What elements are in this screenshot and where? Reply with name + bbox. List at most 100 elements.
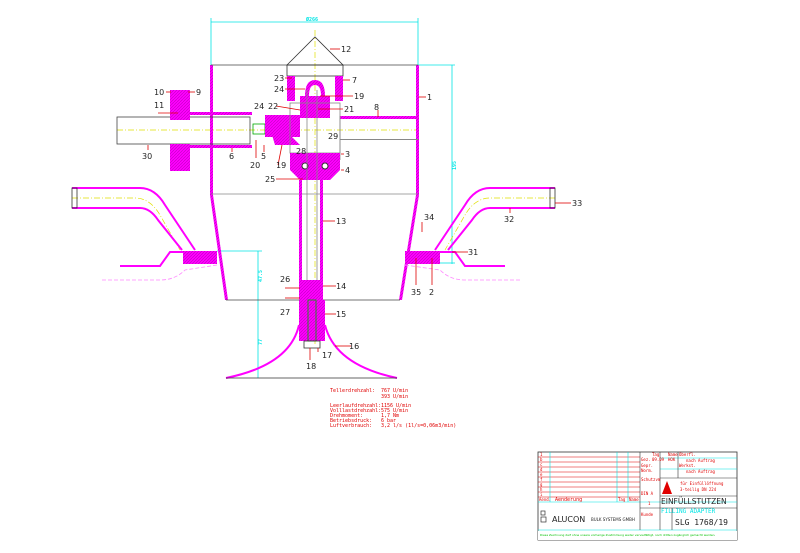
rev-row: 1 bbox=[540, 452, 543, 457]
label-21: 21 bbox=[344, 105, 354, 114]
rev-row: i bbox=[540, 492, 543, 497]
rev-header-aenderung: Aenderung bbox=[555, 497, 582, 503]
spec-name: Volllastdrehzahl: bbox=[330, 408, 381, 414]
label-32: 32 bbox=[504, 215, 514, 224]
part-labels: 12 7 1 23 24 19 21 8 10 9 11 24 22 29 28… bbox=[142, 45, 582, 371]
inlet-tube-part-30 bbox=[116, 90, 266, 171]
label-12: 12 bbox=[341, 45, 351, 54]
distributor-bell-part-16 bbox=[225, 324, 398, 379]
label-22: 22 bbox=[268, 102, 278, 111]
schutz-label: Schutzvm bbox=[641, 477, 661, 482]
label-30: 30 bbox=[142, 152, 152, 161]
spec-value: 1,7 Nm bbox=[381, 413, 399, 419]
col-tag: Tag bbox=[652, 452, 660, 457]
label-19a: 19 bbox=[354, 92, 364, 101]
label-18: 18 bbox=[306, 362, 316, 371]
rev-row: h bbox=[540, 487, 543, 492]
label-24b: 24 bbox=[254, 102, 264, 111]
logo-triangle-icon bbox=[662, 481, 672, 494]
seal-block-left bbox=[183, 251, 217, 264]
rev-header-aend: Aend. bbox=[539, 497, 551, 502]
sheet-number: 1 bbox=[648, 501, 651, 506]
label-3: 3 bbox=[345, 150, 350, 159]
col-name: Name bbox=[668, 452, 678, 457]
label-25: 25 bbox=[265, 175, 275, 184]
leader-lines bbox=[147, 48, 571, 360]
opening-line1: für Einfüllöffnung bbox=[680, 481, 724, 486]
spec-name: Tellerdrehzahl: bbox=[330, 388, 375, 394]
dim-height-right: 195 bbox=[452, 161, 458, 170]
rev-row: b bbox=[540, 457, 543, 462]
label-23: 23 bbox=[274, 74, 284, 83]
rev-header-tag: Tag bbox=[618, 497, 626, 502]
label-15: 15 bbox=[336, 310, 346, 319]
label-14: 14 bbox=[336, 282, 346, 291]
spec-name: Drehmoment: bbox=[330, 413, 363, 419]
oberfl-label: Oberfl. bbox=[679, 452, 696, 457]
alucon-logo-icon bbox=[540, 510, 547, 523]
rev-row: g bbox=[540, 482, 543, 487]
spec-value: 767 U/min bbox=[381, 388, 408, 394]
label-4: 4 bbox=[345, 166, 350, 175]
label-8: 8 bbox=[374, 103, 379, 112]
dim-top-width: Ø266 bbox=[305, 16, 318, 23]
spec-value: 6 bar bbox=[381, 418, 396, 424]
label-6: 6 bbox=[229, 152, 234, 161]
label-13: 13 bbox=[336, 217, 346, 226]
label-16: 16 bbox=[349, 342, 359, 351]
spec-value: 393 U/min bbox=[381, 394, 408, 400]
label-29: 29 bbox=[328, 132, 338, 141]
label-20: 20 bbox=[250, 161, 260, 170]
dimension-lines bbox=[210, 18, 455, 378]
flange-outline bbox=[102, 264, 520, 281]
label-26: 26 bbox=[280, 275, 290, 284]
rev-row: e bbox=[540, 472, 543, 477]
shaft-part-13 bbox=[299, 90, 325, 349]
label-9: 9 bbox=[196, 88, 201, 97]
label-24a: 24 bbox=[274, 85, 284, 94]
spec-name: Luftverbrauch: bbox=[330, 423, 372, 429]
label-34: 34 bbox=[424, 213, 434, 222]
rev-row: d bbox=[540, 467, 543, 472]
label-7: 7 bbox=[352, 76, 357, 85]
label-19b: 19 bbox=[276, 161, 286, 170]
opening-line2: 3-teilig DN 224 bbox=[680, 487, 717, 492]
spec-name: Betriebsdruck: bbox=[330, 418, 372, 424]
label-5: 5 bbox=[261, 152, 266, 161]
spec-value: 1156 U/min bbox=[381, 403, 411, 409]
spec-value: 3,2 l/s (1l/s=0,06m3/min) bbox=[381, 423, 456, 429]
label-31: 31 bbox=[468, 248, 478, 257]
gez-date: 09.09 bbox=[652, 457, 665, 462]
label-27: 27 bbox=[280, 308, 290, 317]
norm-label: Norm. bbox=[641, 468, 653, 473]
label-1: 1 bbox=[427, 93, 432, 102]
company-name: ALUCON bbox=[552, 515, 585, 524]
side-brackets bbox=[72, 187, 555, 267]
rev-row: c bbox=[540, 462, 543, 467]
gez-label: Gez. bbox=[641, 457, 651, 462]
customer-label: Kunde bbox=[641, 512, 654, 517]
werkst-label: Werkst. bbox=[679, 463, 696, 468]
dim-height-lower: 47.5 bbox=[258, 270, 264, 282]
rev-row: f bbox=[540, 477, 543, 482]
gepr-label: Gepr. bbox=[641, 463, 653, 468]
title-block: 1 b c d e f g h i Aend. Aenderung Tag Na… bbox=[537, 451, 738, 541]
label-10: 10 bbox=[154, 88, 164, 97]
company-subtitle: BULK SYSTEMS GMBH bbox=[591, 517, 635, 522]
copyright-notice: Diese Zeichnung darf ohne unsere vorheri… bbox=[540, 533, 715, 537]
seal-block-right bbox=[405, 251, 440, 264]
label-17: 17 bbox=[322, 351, 332, 360]
werkst-value: nach Auftrag bbox=[686, 469, 715, 474]
title-german: EINFÜLLSTUTZEN bbox=[661, 497, 727, 506]
label-33: 33 bbox=[572, 199, 582, 208]
dim-height-bell: 77 bbox=[258, 339, 264, 345]
title-english: FILLING ADAPTER bbox=[661, 508, 716, 515]
spec-name: Leerlaufdrehzahl: bbox=[330, 403, 381, 409]
oberfl-value: nach Auftrag bbox=[686, 458, 715, 463]
label-28: 28 bbox=[296, 147, 306, 156]
drawing-number: SLG 1768/19 bbox=[675, 518, 728, 527]
label-2: 2 bbox=[429, 288, 434, 297]
spec-value: 575 U/min bbox=[381, 408, 408, 414]
gez-name: HOK bbox=[668, 457, 676, 462]
